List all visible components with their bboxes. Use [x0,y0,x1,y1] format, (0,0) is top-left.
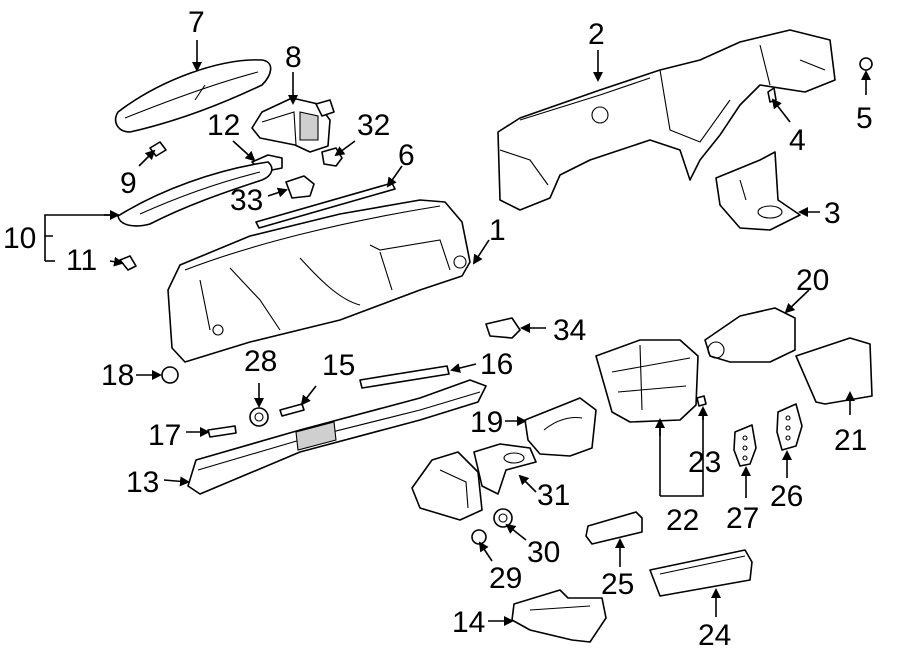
part-24-storage-tray [649,549,753,597]
part-33-connector [285,175,315,199]
part-29-button [471,529,487,545]
part-25-bracket [585,511,643,545]
callout-22: 22 [666,504,699,537]
part-shift-console [411,451,483,521]
part-14-lower-bracket [511,589,607,643]
callout-10: 10 [3,222,36,255]
callout-12: 12 [207,109,240,142]
callout-23: 23 [688,446,721,479]
callout-32: 32 [357,109,390,142]
part-6-strip [255,182,396,229]
callout-1: 1 [489,214,506,247]
part-17-pin [207,425,237,438]
part-32-clip [321,147,343,167]
part-4-clip [767,87,777,103]
callout-20: 20 [796,264,829,297]
part-16-strip [359,365,450,389]
part-20-airbag-module [704,307,796,363]
part-1-dashboard [167,199,471,363]
callout-16: 16 [480,348,513,381]
part-19-console-frame [524,397,597,457]
callout-17: 17 [148,419,181,452]
part-5-cap [859,57,873,71]
callout-18: 18 [101,359,134,392]
part-23-clip [696,395,707,407]
callout-13: 13 [126,466,159,499]
part-27-switch-plate [733,424,757,467]
callout-15: 15 [322,349,355,382]
callout-11: 11 [66,244,97,277]
part-10-upper-trim [117,161,273,227]
callout-21: 21 [834,424,867,457]
part-7-top-pad [114,59,272,133]
part-21-airbag-cover [795,337,873,405]
part-30-knob [493,508,513,528]
callout-7: 7 [188,6,205,39]
callout-14: 14 [452,606,485,639]
callout-27: 27 [726,502,759,535]
callout-labels: 7 8 12 32 9 6 33 1 10 11 2 4 5 3 20 21 3… [3,6,873,652]
callout-29: 29 [489,562,522,595]
callout-3: 3 [824,197,841,230]
part-34-switch [485,317,521,339]
part-28-ring [249,407,269,427]
part-31-bracket [473,443,537,495]
leader-lines [44,40,871,626]
callout-24: 24 [698,619,731,652]
part-2-cross-member [497,29,836,211]
part-11-clip [119,255,137,271]
callout-34: 34 [553,314,586,347]
part-18-knob [161,366,179,384]
callout-26: 26 [770,480,803,513]
part-13-lower-trim [187,379,487,495]
callout-9: 9 [120,167,137,200]
callout-33: 33 [230,184,263,217]
callout-5: 5 [856,102,873,135]
part-22-center-console [595,339,699,423]
callout-31: 31 [537,479,570,512]
callout-2: 2 [588,18,605,51]
part-15-pin [279,403,305,417]
callout-28: 28 [244,345,277,378]
callout-8: 8 [285,41,302,74]
part-9-button [149,141,167,157]
callout-25: 25 [601,568,634,601]
callout-19: 19 [470,406,503,439]
callout-30: 30 [527,536,560,569]
part-26-switch-plate [776,403,803,451]
part-3-bracket [715,151,801,231]
callout-4: 4 [789,124,806,157]
callout-6: 6 [398,139,415,172]
part-8-duct [251,97,335,153]
